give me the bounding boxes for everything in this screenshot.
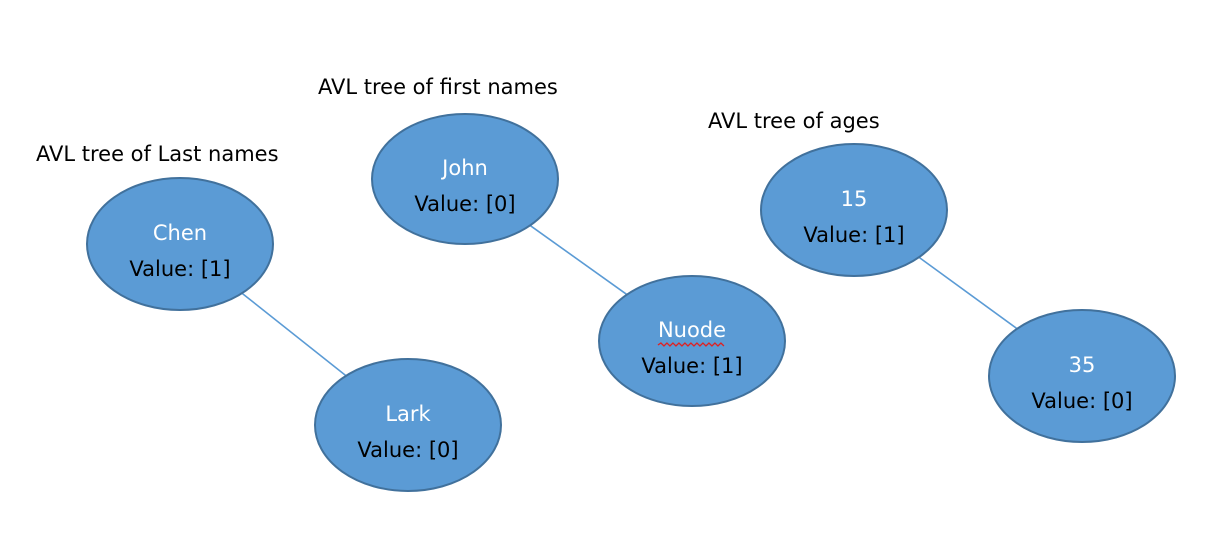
tree-edge-ages (918, 256, 1018, 330)
tree-title-first-names: AVL tree of first names (318, 75, 558, 99)
tree-title-last-names: AVL tree of Last names (36, 142, 279, 166)
node-value-label: Value: [1] (803, 223, 904, 247)
node-value-label: Value: [1] (641, 354, 742, 378)
node-key-label: Nuode (658, 318, 726, 342)
node-value-label: Value: [0] (357, 438, 458, 462)
node-value-label: Value: [0] (414, 192, 515, 216)
tree-edge-first (529, 224, 628, 296)
node-ellipse (314, 358, 502, 492)
node-ellipse (371, 113, 559, 245)
tree-title-ages: AVL tree of ages (708, 109, 880, 133)
node-ellipse (760, 143, 948, 277)
node-value-label: Value: [1] (129, 257, 230, 281)
tree-edge-last (241, 292, 347, 377)
spellcheck-underline (657, 342, 725, 347)
node-key-label: Chen (153, 221, 207, 245)
node-key-label: 15 (841, 187, 868, 211)
node-ellipse (598, 275, 786, 407)
node-key-label: John (440, 156, 488, 180)
node-ellipse (86, 177, 274, 311)
node-ellipse (988, 309, 1176, 443)
node-key-label: 35 (1069, 353, 1096, 377)
node-value-label: Value: [0] (1031, 389, 1132, 413)
node-key-label: Lark (385, 402, 431, 426)
